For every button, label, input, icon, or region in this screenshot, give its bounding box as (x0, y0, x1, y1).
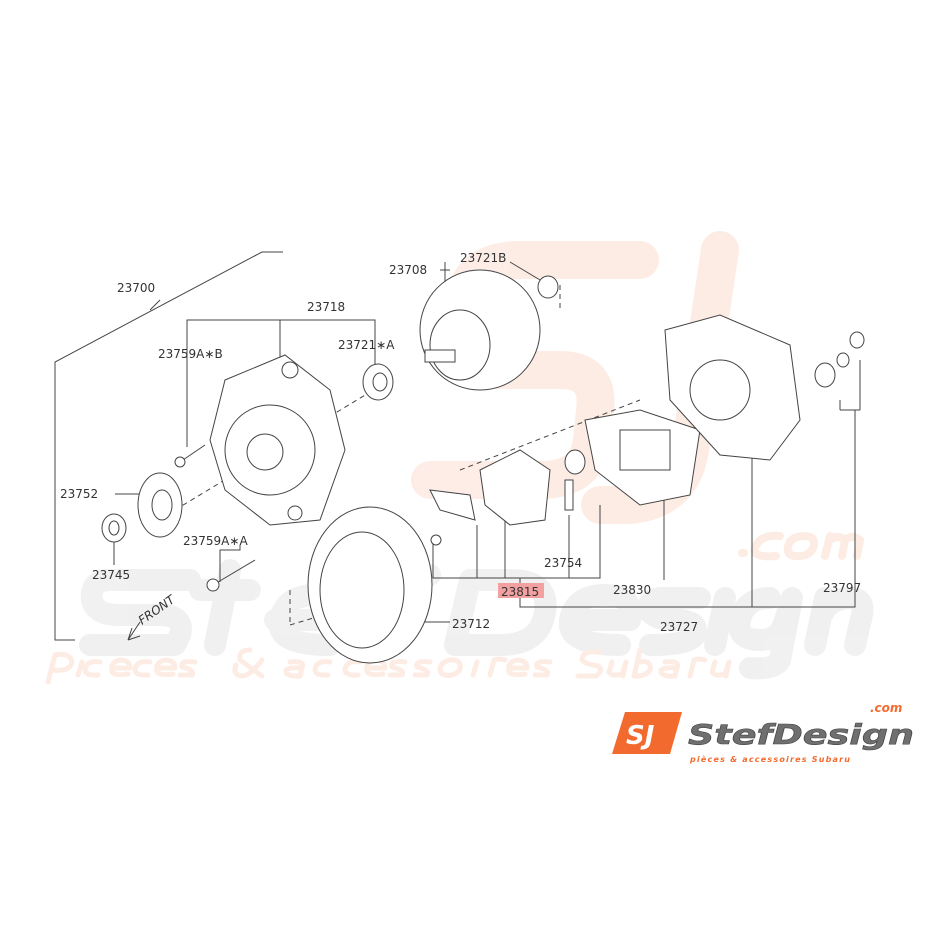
watermark-tagline-mark (45, 647, 732, 685)
watermark-brand-s (79, 569, 201, 656)
stator-23712 (307, 506, 433, 664)
highlight-23815 (498, 583, 544, 598)
label-23815[interactable]: 23815 (501, 585, 539, 599)
bearing-23721B (537, 275, 559, 299)
label-23752[interactable]: 23752 (60, 487, 98, 501)
pulley (137, 472, 183, 538)
bolt-23759AB (174, 444, 206, 468)
label-23797[interactable]: 23797 (823, 581, 861, 595)
logo-brand: StefDesign (688, 718, 914, 751)
nut-23745 (101, 513, 127, 543)
rectifier-23830 (584, 409, 701, 506)
regulator-23815 (429, 449, 551, 546)
label-23708[interactable]: 23708 (389, 263, 427, 277)
label-23718[interactable]: 23718 (307, 300, 345, 314)
label-23727[interactable]: 23727 (660, 620, 698, 634)
label-23721A[interactable]: 23721∗A (338, 338, 395, 352)
label-23759AA[interactable]: 23759A∗A (183, 534, 248, 548)
logo-monogram: SJ (626, 721, 655, 751)
terminal-23797 (814, 331, 865, 388)
bearing-23721A (362, 363, 394, 401)
label-23745[interactable]: 23745 (92, 568, 130, 582)
rear-housing (664, 314, 801, 461)
logo-domain: .com (870, 701, 902, 715)
label-23700[interactable]: 23700 (117, 281, 155, 295)
logo-tagline: pièces & accessoires Subaru (689, 754, 850, 764)
label-23712[interactable]: 23712 (452, 617, 490, 631)
brush-23754 (564, 449, 586, 511)
rotor-23708 (419, 269, 541, 391)
label-23759AB[interactable]: 23759A∗B (158, 347, 223, 361)
label-23721B[interactable]: 23721B (460, 251, 506, 265)
stefdesign-logo: SJ .com StefDesign pièces & accessoires … (612, 701, 914, 764)
front-housing (209, 354, 346, 526)
watermark-domain-mark (738, 531, 864, 561)
label-23754[interactable]: 23754 (544, 556, 582, 570)
label-23830[interactable]: 23830 (613, 583, 651, 597)
bolt-23759AA (206, 559, 256, 592)
logo-badge (612, 712, 682, 754)
